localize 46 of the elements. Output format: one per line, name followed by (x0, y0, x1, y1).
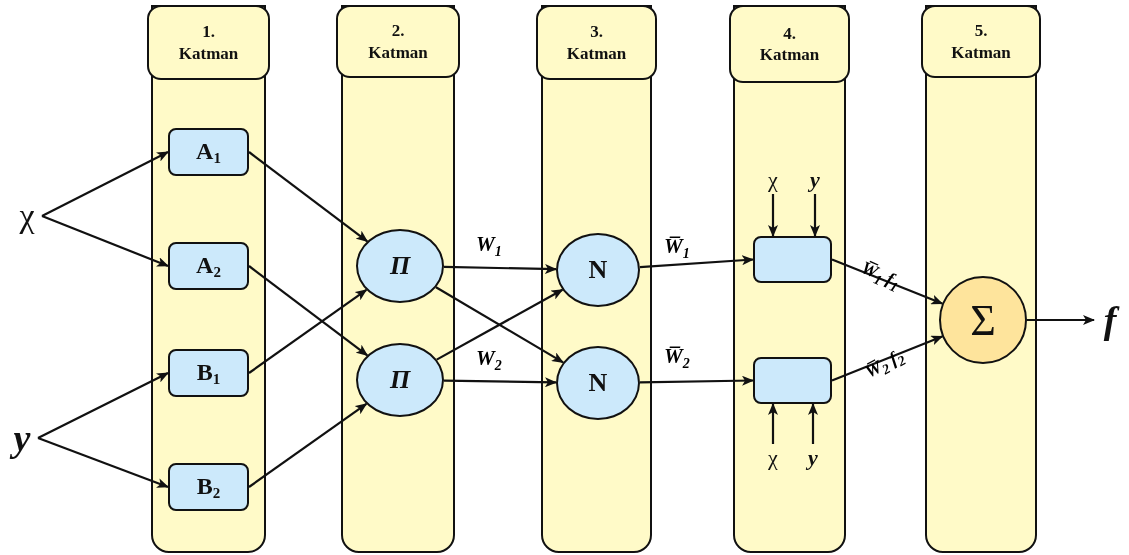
output-label: f (1094, 298, 1126, 342)
edge-label: W$_{2}$ (476, 348, 502, 374)
arrow (444, 377, 557, 388)
normalize-node: N (556, 233, 640, 307)
normalize-node: N (556, 346, 640, 420)
product-node: Π (356, 343, 444, 417)
arrow (1027, 315, 1095, 325)
input-label: y (802, 444, 824, 472)
arrow (443, 264, 557, 274)
layer-header: 3. Katman (536, 5, 657, 80)
arrow (248, 288, 368, 374)
arrow (810, 194, 820, 237)
arrow (640, 375, 754, 386)
layer-header: 2. Katman (336, 5, 460, 78)
arrow (831, 335, 944, 382)
layer-header: 1. Katman (147, 5, 270, 80)
arrow (41, 151, 169, 217)
arrow (41, 214, 169, 268)
input-label: y (804, 166, 826, 194)
input-label: χ (762, 166, 784, 194)
layer-header: 5. Katman (921, 5, 1041, 78)
input-label: y (6, 416, 38, 460)
function-box (753, 357, 832, 404)
arrow (37, 372, 169, 439)
input-label: χ (762, 444, 784, 472)
arrow (248, 265, 369, 357)
membership-box: B$_{1}$ (168, 349, 249, 397)
edge-label: W$_{1}$ (476, 234, 502, 260)
arrow (768, 194, 778, 237)
arrow (248, 151, 369, 243)
arrow (831, 258, 944, 305)
membership-box: A$_{1}$ (168, 128, 249, 176)
function-box (753, 236, 832, 283)
membership-box: B$_{2}$ (168, 463, 249, 511)
arrow (37, 436, 169, 489)
arrow (768, 403, 778, 444)
arrow (639, 255, 754, 269)
edge-label: W̅$_{2}$ (664, 346, 690, 372)
input-label: χ (12, 196, 42, 236)
product-node: Π (356, 229, 444, 303)
arrow (248, 402, 368, 488)
sum-node: Σ (939, 276, 1027, 364)
layer-header: 4. Katman (729, 5, 850, 83)
membership-box: A$_{2}$ (168, 242, 249, 290)
arrow (808, 403, 818, 444)
edge-label: W̅$_{1}$ (664, 236, 690, 262)
